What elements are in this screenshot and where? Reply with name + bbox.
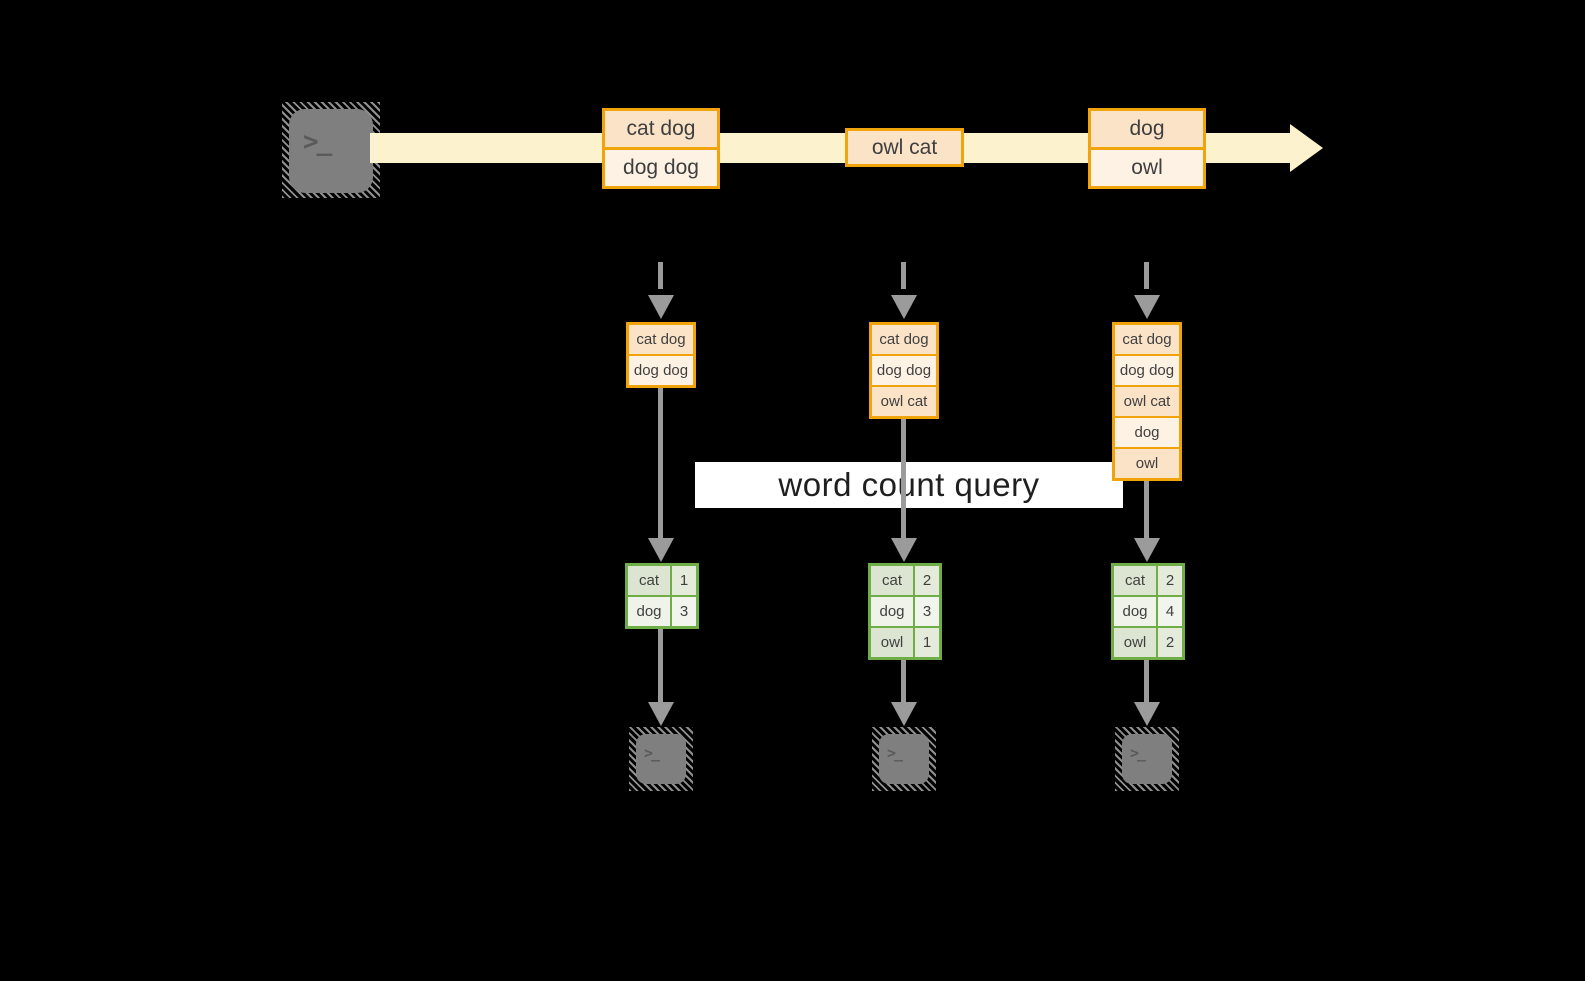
emit-arrowhead-icon xyxy=(648,702,674,726)
terminal-prompt-icon: >_ xyxy=(887,744,903,762)
state-row: dog dog xyxy=(629,354,693,385)
emit-arrow-line xyxy=(1144,660,1149,704)
state-row: dog dog xyxy=(1115,354,1179,385)
state-row: dog dog xyxy=(872,354,936,385)
count-value-cell: 1 xyxy=(915,628,939,657)
terminal-body: >_ xyxy=(636,734,686,784)
state-row: cat dog xyxy=(872,325,936,354)
state-row: dog xyxy=(1115,416,1179,447)
count-word-cell: dog xyxy=(628,597,670,626)
ingest-arrow-dash xyxy=(901,262,906,289)
stream-message-row: dog xyxy=(1091,111,1203,147)
query-arrow-line xyxy=(1144,481,1149,540)
count-word-cell: dog xyxy=(871,597,913,626)
ingest-arrowhead-icon xyxy=(648,295,674,319)
query-arrow-line xyxy=(901,419,906,540)
count-value-cell: 2 xyxy=(1158,566,1182,595)
ingest-arrowhead-icon xyxy=(891,295,917,319)
stream-message-box: owl cat xyxy=(845,128,964,167)
count-word-cell: cat xyxy=(628,566,670,595)
stream-arrowhead-icon xyxy=(1290,124,1323,172)
stream-message-row: owl cat xyxy=(848,131,961,164)
state-row: owl cat xyxy=(1115,385,1179,416)
ingest-arrow-dash xyxy=(1144,262,1149,289)
query-arrow-line xyxy=(658,388,663,540)
emit-arrowhead-icon xyxy=(891,702,917,726)
query-label-banner: word count query xyxy=(695,462,1123,508)
state-row: cat dog xyxy=(1115,325,1179,354)
terminal-prompt-icon: >_ xyxy=(644,744,660,762)
terminal-body: >_ xyxy=(879,734,929,784)
ingest-arrowhead-icon xyxy=(1134,295,1160,319)
emit-arrow-line xyxy=(658,629,663,704)
query-arrowhead-icon xyxy=(648,538,674,562)
terminal-prompt-icon: >_ xyxy=(1130,744,1146,762)
state-row: owl cat xyxy=(872,385,936,416)
terminal-source-icon: >_ xyxy=(282,102,380,198)
terminal-sink-icon: >_ xyxy=(1115,727,1179,791)
state-row: cat dog xyxy=(629,325,693,354)
query-label: word count query xyxy=(778,466,1040,503)
query-arrowhead-icon xyxy=(891,538,917,562)
ingest-arrow-dash xyxy=(658,262,663,289)
count-value-cell: 3 xyxy=(915,597,939,626)
count-word-cell: cat xyxy=(871,566,913,595)
count-value-cell: 3 xyxy=(672,597,696,626)
stream-message-row: owl xyxy=(1091,147,1203,186)
state-row: owl xyxy=(1115,447,1179,478)
count-value-cell: 2 xyxy=(1158,628,1182,657)
stream-message-row: cat dog xyxy=(605,111,717,147)
count-value-cell: 2 xyxy=(915,566,939,595)
query-arrowhead-icon xyxy=(1134,538,1160,562)
emit-arrow-line xyxy=(901,660,906,704)
terminal-sink-icon: >_ xyxy=(629,727,693,791)
count-word-cell: owl xyxy=(1114,628,1156,657)
stream-message-row: dog dog xyxy=(605,147,717,186)
count-word-cell: cat xyxy=(1114,566,1156,595)
count-value-cell: 1 xyxy=(672,566,696,595)
terminal-body: >_ xyxy=(1122,734,1172,784)
count-word-cell: dog xyxy=(1114,597,1156,626)
count-value-cell: 4 xyxy=(1158,597,1182,626)
count-word-cell: owl xyxy=(871,628,913,657)
terminal-prompt-icon: >_ xyxy=(303,127,332,157)
terminal-sink-icon: >_ xyxy=(872,727,936,791)
emit-arrowhead-icon xyxy=(1134,702,1160,726)
